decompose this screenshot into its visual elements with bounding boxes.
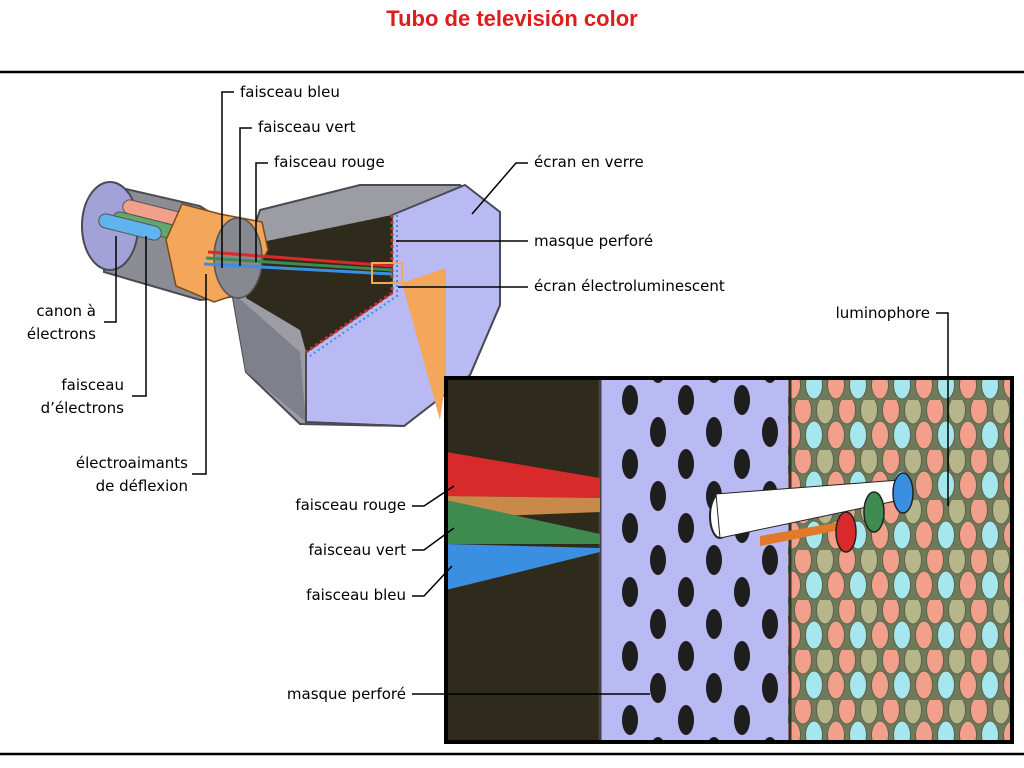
label-electron-gun-1: canon à [36, 302, 96, 320]
leader-inset-blue-beam [412, 565, 453, 597]
zoom-marker [371, 262, 403, 284]
leader-inset-green-beam [412, 527, 455, 551]
blue-beam [203, 262, 393, 276]
inset-phosphor-dots [788, 378, 1012, 742]
label-electron-beam-2: d’électrons [41, 399, 125, 417]
beam-through-orange [760, 522, 840, 546]
green-phosphor-hit [863, 491, 885, 533]
inset-mask-holes [612, 378, 782, 742]
phosphor-screen-edge [305, 215, 394, 354]
leader-glass-screen [471, 162, 528, 215]
blue-phosphor-hit [892, 472, 914, 514]
red-phosphor-hit [835, 511, 857, 553]
leader-inset-red-beam [412, 485, 455, 507]
crt-tube [81, 181, 502, 428]
inset-detail [446, 378, 1012, 742]
red-beam [207, 250, 393, 268]
label-inset-red-beam: faisceau rouge [295, 496, 406, 514]
zoom-cone [402, 268, 446, 420]
label-electron-beam-1: faisceau [61, 376, 124, 394]
label-blue-beam: faisceau bleu [240, 83, 340, 101]
label-green-beam: faisceau vert [258, 118, 356, 136]
leader-deflection [192, 274, 207, 475]
label-deflection-2: de déflexion [96, 477, 188, 495]
label-red-beam: faisceau rouge [274, 153, 385, 171]
gun-cathode-blue [98, 213, 162, 241]
leader-electron-gun [104, 236, 117, 323]
inset-red-beam [446, 452, 600, 498]
inset-frame [444, 376, 1014, 744]
label-inset-shadow-mask: masque perforé [287, 685, 406, 703]
leader-phosphor [936, 312, 949, 506]
inset-blue-beam [446, 544, 600, 590]
label-deflection-1: électroaimants [76, 454, 188, 472]
inset-green-beam [446, 500, 600, 544]
leader-electron-beam [132, 236, 147, 397]
label-phosphor: luminophore [836, 304, 930, 322]
leader-green-beam [239, 127, 252, 266]
funnel-bottom-shade [232, 292, 306, 422]
shadow-mask-edge [309, 215, 398, 357]
green-beam [205, 256, 393, 272]
leader-blue-beam [221, 91, 234, 268]
label-electron-gun-2: électrons [27, 325, 96, 343]
label-inset-blue-beam: faisceau bleu [306, 586, 406, 604]
label-glass-screen: écran en verre [534, 153, 644, 171]
label-shadow-mask: masque perforé [534, 232, 653, 250]
label-phosphor-screen: écran électroluminescent [534, 277, 725, 295]
label-inset-green-beam: faisceau vert [308, 541, 406, 559]
diagram-title: Tubo de televisión color [386, 6, 638, 31]
leader-red-beam [255, 162, 268, 262]
